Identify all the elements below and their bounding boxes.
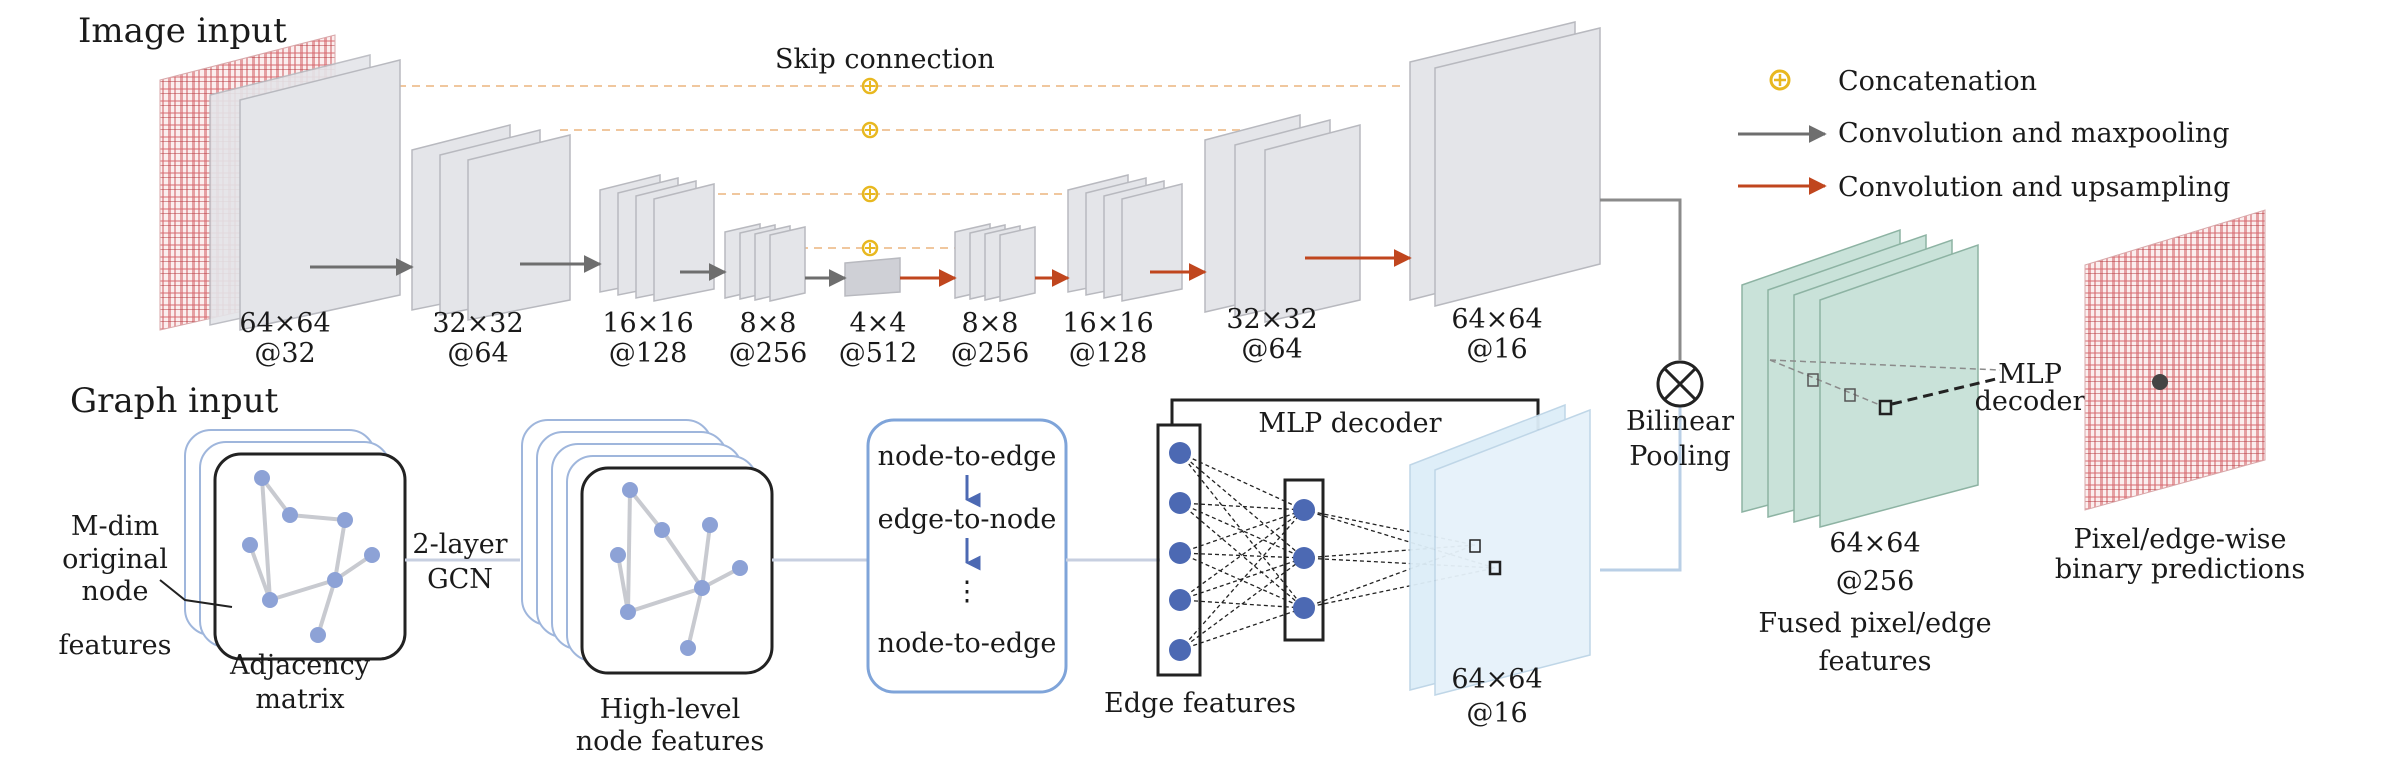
block-size: 64×64 (1451, 304, 1542, 335)
legend-upsample-label: Convolution and upsampling (1838, 172, 2230, 203)
patch-marker (1807, 373, 1819, 387)
pooling-label: Pooling (1629, 441, 1731, 472)
svg-text:node: node (82, 576, 149, 607)
svg-text:node features: node features (576, 726, 765, 757)
fused-label-line1: Fused pixel/edge (1758, 608, 1991, 639)
image-to-pool-line (1600, 198, 1682, 360)
fused-channels: @256 (1836, 566, 1915, 597)
block-size: 32×32 (1226, 304, 1317, 335)
highlevel-graph (616, 488, 741, 649)
mp-step: node-to-edge (878, 441, 1057, 472)
svg-text:Adjacency: Adjacency (229, 650, 371, 681)
bilinear-pooling-icon (1656, 360, 1704, 408)
patch-marker (1878, 399, 1893, 416)
adjacency-label: Adjacency matrix (229, 650, 371, 715)
block-size: 8×8 (962, 308, 1019, 339)
block-channels: @128 (609, 338, 688, 369)
mp-step: node-to-edge (878, 628, 1057, 659)
patch-marker (1844, 388, 1856, 402)
skip-connections (370, 85, 1400, 249)
fused-label-line2: features (1818, 646, 1931, 677)
concat-icon (861, 239, 879, 257)
edge-feature-nodes (1169, 442, 1315, 661)
block-size: 16×16 (1062, 308, 1153, 339)
block-channels: @512 (839, 338, 918, 369)
gcn-label-line2: GCN (427, 564, 493, 595)
gcn-label-line1: 2-layer (412, 529, 507, 560)
fused-size: 64×64 (1829, 528, 1920, 559)
mp-step: edge-to-node (878, 504, 1057, 535)
patch-marker (1469, 539, 1481, 553)
concat-icon (861, 121, 879, 139)
highlevel-label: High-level node features (576, 694, 765, 757)
mlp-decoder-label: MLP decoder (1258, 408, 1441, 439)
block-channels: @256 (729, 338, 808, 369)
block-channels: @64 (1241, 334, 1302, 365)
adjacency-nodes (242, 470, 380, 643)
node-features-pointer (159, 579, 233, 608)
concat-icon (861, 185, 879, 203)
graph-to-pool-line (1600, 405, 1682, 572)
node-features-label: M-dim original node features (58, 511, 171, 661)
mlp-projection-line (1891, 376, 2001, 406)
graph-input-title: Graph input (70, 381, 279, 421)
legend-maxpool-label: Convolution and maxpooling (1838, 118, 2230, 149)
concat-icon (1769, 69, 1791, 91)
edge-map-channels: @16 (1466, 698, 1527, 729)
mp-dots: ⋮ (954, 576, 981, 607)
block-channels: @64 (447, 338, 508, 369)
unet-encoder-decoder (209, 21, 1601, 331)
fused-patch-projection (1769, 359, 2001, 406)
fused-feature-stack (1741, 228, 1979, 528)
edge-feature-column (1156, 423, 1202, 677)
adjacency-cards (184, 429, 407, 661)
unet-block-labels: 64×64 @32 32×32 @64 16×16 @128 8×8 @256 … (239, 304, 1542, 369)
image-input-title: Image input (78, 11, 287, 51)
block-size: 64×64 (239, 308, 330, 339)
output-mlp-label-line1: MLP (1998, 359, 2062, 390)
output-label-line1: Pixel/edge-wise (2074, 524, 2287, 555)
concat-icon (861, 77, 879, 95)
highlevel-nodes (610, 482, 748, 656)
svg-text:High-level: High-level (600, 694, 740, 725)
patch-marker (1488, 560, 1502, 576)
block-channels: @128 (1069, 338, 1148, 369)
edge-map-size: 64×64 (1451, 664, 1542, 695)
block-size: 32×32 (432, 308, 523, 339)
block-channels: @32 (254, 338, 315, 369)
output-label-line2: binary predictions (2055, 554, 2305, 585)
block-size: 8×8 (740, 308, 797, 339)
edge-feature-map (1409, 403, 1591, 696)
mlp-hidden-column (1283, 478, 1325, 642)
legend-concat-label: Concatenation (1838, 66, 2037, 97)
svg-text:matrix: matrix (255, 684, 344, 715)
bilinear-label: Bilinear (1626, 406, 1734, 437)
output-heatmap (2084, 209, 2266, 511)
concat-symbols (861, 77, 879, 257)
legend: Concatenation Convolution and maxpooling… (1738, 66, 2230, 203)
skip-connection-label: Skip connection (775, 44, 995, 75)
svg-text:M-dim: M-dim (71, 511, 159, 542)
block-channels: @256 (951, 338, 1030, 369)
unet-arrows (310, 249, 1412, 287)
highlevel-cards (521, 419, 774, 675)
block-size: 16×16 (602, 308, 693, 339)
block-channels: @16 (1466, 334, 1527, 365)
svg-text:original: original (62, 544, 168, 575)
edge-features-label: Edge features (1104, 688, 1296, 719)
block-size: 4×4 (850, 308, 907, 339)
svg-text:features: features (58, 630, 171, 661)
output-mlp-label-line2: decoder (1975, 386, 2086, 417)
